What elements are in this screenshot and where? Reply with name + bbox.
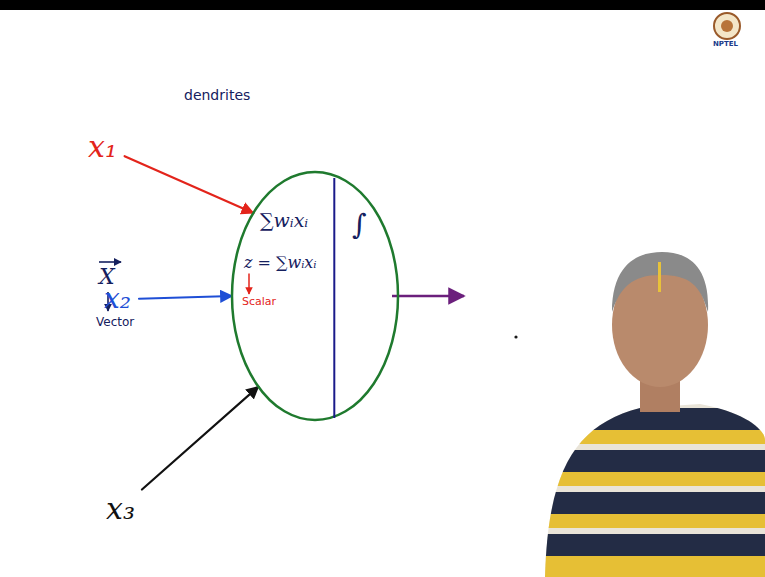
input-x1: x₁ (84, 128, 121, 165)
neuron-circle: ∑wᵢxᵢ ∫ z = ∑wᵢxᵢScalar (230, 170, 400, 422)
type-note: Vector (96, 316, 134, 329)
part-name: dendrites (184, 88, 250, 103)
output-arrow (392, 295, 464, 298)
input-x3: x₃ (102, 490, 139, 527)
weighted-sum: ∑wᵢxᵢ (260, 210, 308, 231)
z-equation: z = ∑wᵢxᵢ (244, 254, 317, 272)
input-symbol: x₁ (88, 130, 117, 163)
dot (514, 335, 517, 338)
presenter (540, 252, 765, 577)
cell-body (232, 172, 398, 420)
pointer-arrow (248, 274, 250, 294)
input-symbol: x₃ (106, 492, 135, 525)
divider-line (333, 178, 335, 418)
vector-symbol: X (99, 265, 115, 289)
logo-text: NPTEL (713, 41, 738, 49)
input-arrow (125, 156, 254, 213)
logo (714, 13, 740, 39)
activation-symbol: ∫ (352, 210, 367, 241)
input-arrow (139, 296, 232, 299)
scalar-note: Scalar (242, 296, 276, 308)
top-bar (0, 0, 765, 10)
vector-arrow-mark (99, 261, 121, 263)
input-arrow (142, 387, 258, 490)
